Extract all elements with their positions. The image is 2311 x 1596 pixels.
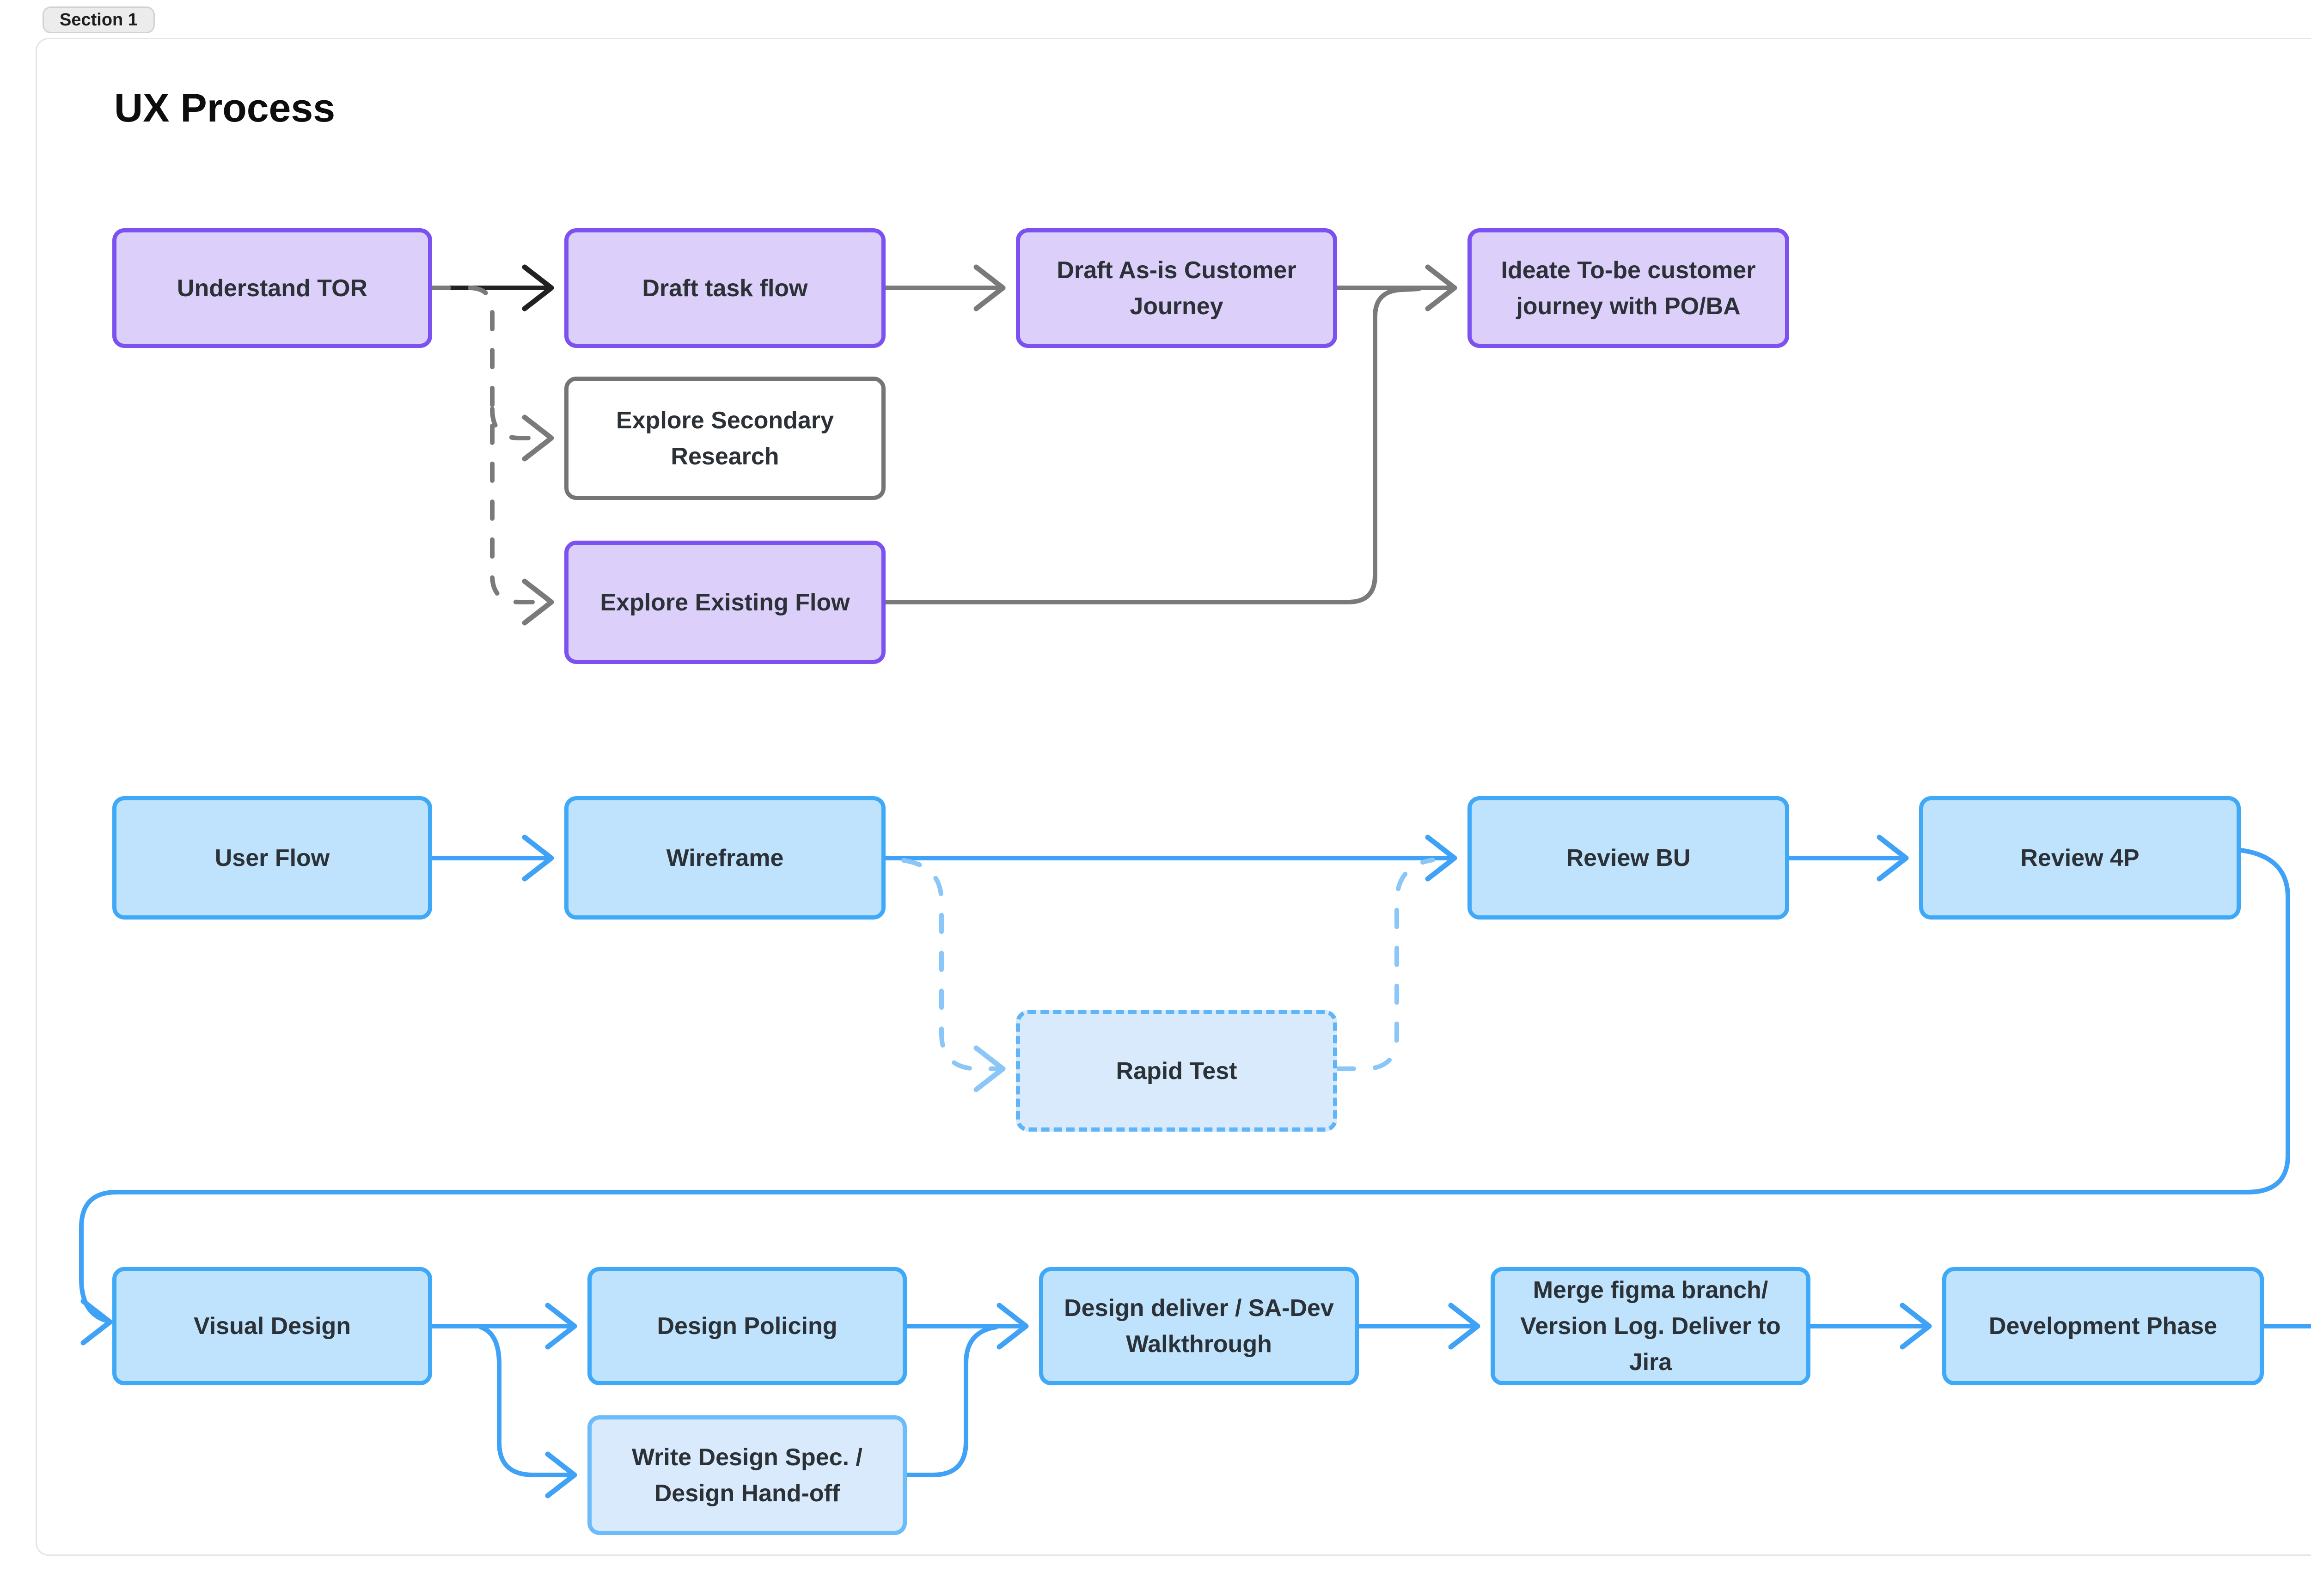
node-label: Design deliver / SA-Dev Walkthrough bbox=[1064, 1295, 1334, 1358]
node-ideate-to-be-customer-journey[interactable]: Ideate To-be customer journey with PO/BA bbox=[1467, 228, 1789, 348]
node-review-4p[interactable]: Review 4P bbox=[1919, 796, 2241, 920]
node-label: Design Policing bbox=[657, 1313, 838, 1340]
node-label: Visual Design bbox=[193, 1313, 351, 1340]
node-label: Explore Existing Flow bbox=[600, 589, 850, 616]
node-label: Merge figma branch/ Version Log. Deliver… bbox=[1520, 1277, 1781, 1376]
node-write-design-spec[interactable]: Write Design Spec. / Design Hand-off bbox=[587, 1415, 907, 1535]
node-visual-design[interactable]: Visual Design bbox=[112, 1267, 432, 1385]
node-label: Review 4P bbox=[2020, 844, 2140, 871]
node-design-deliver-sa-dev-walkthrough[interactable]: Design deliver / SA-Dev Walkthrough bbox=[1039, 1267, 1359, 1385]
node-label: Ideate To-be customer journey with PO/BA bbox=[1501, 256, 1756, 320]
node-label: Development Phase bbox=[1988, 1313, 2218, 1340]
node-explore-secondary-research[interactable]: Explore Secondary Research bbox=[564, 377, 886, 500]
node-label: Wireframe bbox=[666, 844, 784, 871]
page-title: UX Process bbox=[114, 86, 336, 130]
node-design-policing[interactable]: Design Policing bbox=[587, 1267, 907, 1385]
node-label: Review BU bbox=[1566, 844, 1691, 871]
node-wireframe[interactable]: Wireframe bbox=[564, 796, 886, 920]
node-label: User Flow bbox=[214, 844, 330, 871]
node-label: Write Design Spec. / Design Hand-off bbox=[632, 1444, 862, 1507]
node-explore-existing-flow[interactable]: Explore Existing Flow bbox=[564, 541, 886, 664]
node-review-bu[interactable]: Review BU bbox=[1467, 796, 1789, 920]
node-draft-as-is-customer-journey[interactable]: Draft As-is Customer Journey bbox=[1016, 228, 1337, 348]
section-label[interactable]: Section 1 bbox=[43, 6, 155, 33]
node-understand-tor[interactable]: Understand TOR bbox=[112, 228, 432, 348]
node-rapid-test[interactable]: Rapid Test bbox=[1016, 1010, 1337, 1132]
node-user-flow[interactable]: User Flow bbox=[112, 796, 432, 920]
node-label: Rapid Test bbox=[1116, 1057, 1237, 1084]
node-label: Draft task flow bbox=[642, 274, 808, 302]
node-draft-task-flow[interactable]: Draft task flow bbox=[564, 228, 886, 348]
node-label: Draft As-is Customer Journey bbox=[1057, 256, 1296, 320]
node-label: Understand TOR bbox=[177, 274, 368, 302]
node-development-phase[interactable]: Development Phase bbox=[1942, 1267, 2264, 1385]
node-merge-figma-branch[interactable]: Merge figma branch/ Version Log. Deliver… bbox=[1491, 1267, 1810, 1385]
node-label: Explore Secondary Research bbox=[616, 407, 834, 470]
